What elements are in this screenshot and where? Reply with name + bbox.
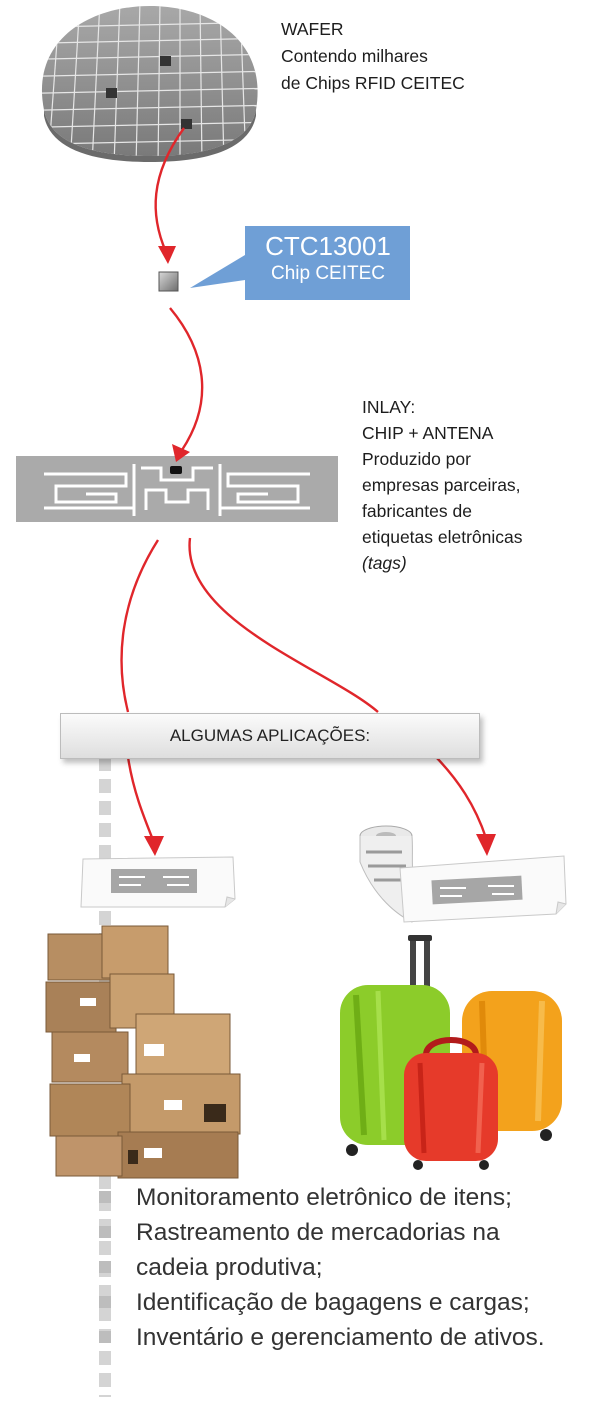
inlay-line-4: empresas parceiras, [362, 475, 521, 495]
wafer-image [41, 6, 258, 162]
arrow-inlay-to-luggage [188, 537, 488, 839]
list-item-text: cadeia produtiva; [136, 1254, 323, 1281]
cardboard-boxes-image [45, 925, 241, 1179]
bullet-square-icon [99, 1191, 111, 1203]
inlay-line-1: INLAY: [362, 397, 416, 417]
applications-list: Monitoramento eletrônico de itens; Rastr… [99, 1180, 545, 1355]
list-item: Identificação de bagagens e cargas; [99, 1285, 545, 1320]
bullet-square-icon [99, 1261, 111, 1273]
bullet-square-icon [99, 1296, 111, 1308]
arrow-chip-to-inlay [169, 307, 204, 451]
arrow-inlay-to-boxes [120, 539, 160, 841]
inlay-line-2: CHIP + ANTENA [362, 423, 494, 443]
bullet-square-icon [99, 1331, 111, 1343]
chip-name: CTC13001 [265, 231, 391, 261]
chip-subtitle: Chip CEITEC [270, 263, 386, 284]
applications-banner: ALGUMAS APLICAÇÕES: [60, 713, 480, 759]
chip-callout-text: CTC13001 Chip CEITEC [248, 228, 408, 298]
inlay-line-3: Produzido por [362, 449, 471, 469]
chip-icon [158, 271, 179, 292]
inlay-tags-label: (tags) [362, 553, 407, 573]
list-item-continuation: cadeia produtiva; [99, 1250, 545, 1285]
wafer-desc-line-2: de Chips RFID CEITEC [281, 73, 465, 93]
wafer-desc-line-1: Contendo milhares [281, 46, 428, 66]
wafer-label: WAFER Contendo milhares de Chips RFID CE… [281, 16, 465, 97]
inlay-label: INLAY: CHIP + ANTENA Produzido por empre… [362, 394, 523, 576]
arrow-wafer-to-chip [154, 127, 185, 253]
bullet-square-icon [99, 1226, 111, 1238]
inlay-line-5: fabricantes de [362, 501, 472, 521]
flow-arrows [120, 127, 496, 856]
inlay-line-6: etiquetas eletrônicas [362, 527, 523, 547]
list-item-text: Identificação de bagagens e cargas; [136, 1289, 530, 1316]
list-item: Monitoramento eletrônico de itens; [99, 1180, 545, 1215]
list-item: Rastreamento de mercadorias na [99, 1215, 545, 1250]
inlay-line-7: (tags) [362, 550, 523, 576]
list-item-text: Monitoramento eletrônico de itens; [136, 1184, 512, 1211]
list-item: Inventário e gerenciamento de ativos. [99, 1320, 545, 1355]
rfid-tag-left [80, 856, 236, 908]
list-item-text: Rastreamento de mercadorias na [136, 1219, 500, 1246]
inlay-antenna-image [16, 456, 338, 522]
rfid-tag-roll [359, 825, 567, 923]
chip-callout-bubble [190, 226, 410, 300]
luggage-image [340, 935, 562, 1170]
list-item-text: Inventário e gerenciamento de ativos. [136, 1324, 545, 1351]
wafer-title: WAFER [281, 19, 344, 39]
